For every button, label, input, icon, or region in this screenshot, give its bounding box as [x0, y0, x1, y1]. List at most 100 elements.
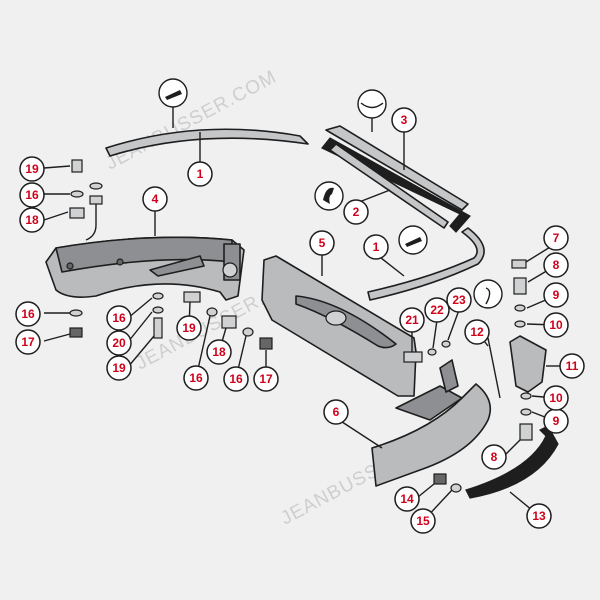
bolt-19-horizontal — [183, 291, 201, 303]
washer-9-bottom — [520, 408, 532, 416]
callout-16-top: 16 — [19, 182, 45, 208]
callout-16-c: 16 — [223, 366, 249, 392]
svg-text:18: 18 — [212, 345, 226, 359]
part-3-trim-strip — [325, 125, 469, 211]
svg-text:10: 10 — [549, 318, 563, 332]
svg-text:19: 19 — [112, 361, 126, 375]
callout-8-upper: 8 — [543, 252, 569, 278]
hardware-items — [69, 159, 533, 493]
callout-10-lower: 10 — [543, 385, 569, 411]
hook-profile-icon — [485, 287, 491, 305]
svg-text:16: 16 — [229, 372, 243, 386]
callout-17-left: 17 — [15, 329, 41, 355]
svg-text:13: 13 — [532, 509, 546, 523]
callout-13: 13 — [526, 503, 552, 529]
callout-19-low: 19 — [106, 355, 132, 381]
callout-19-left: 19 — [19, 156, 45, 182]
svg-text:16: 16 — [25, 188, 39, 202]
callout-2: 2 — [343, 199, 369, 225]
profile-badge-seal-section — [314, 181, 344, 211]
spacer-8-top — [513, 277, 527, 295]
svg-text:9: 9 — [553, 414, 560, 428]
svg-text:9: 9 — [553, 288, 560, 302]
callout-15: 15 — [410, 508, 436, 534]
callout-9-upper: 9 — [543, 282, 569, 308]
svg-text:20: 20 — [112, 336, 126, 350]
callout-1-upper: 1 — [187, 161, 213, 187]
svg-text:7: 7 — [553, 231, 560, 245]
profile-badge-rod — [473, 279, 503, 309]
callout-21: 21 — [399, 307, 425, 333]
svg-text:16: 16 — [21, 307, 35, 321]
svg-text:18: 18 — [25, 213, 39, 227]
part-1-moulding-lower — [367, 227, 485, 301]
svg-text:1: 1 — [197, 167, 204, 181]
washer-16-b — [206, 307, 218, 317]
svg-text:11: 11 — [566, 359, 579, 373]
svg-text:21: 21 — [405, 313, 419, 327]
profile-icon — [165, 90, 182, 100]
svg-text:19: 19 — [182, 321, 196, 335]
callout-3: 3 — [391, 107, 417, 133]
callout-11: 11 — [559, 353, 585, 379]
svg-text:3: 3 — [401, 113, 408, 127]
profile-badge-upper — [158, 78, 188, 108]
svg-text:6: 6 — [333, 405, 340, 419]
callout-9-lower: 9 — [543, 408, 569, 434]
callout-19-mid: 19 — [176, 315, 202, 341]
bolt-7 — [511, 259, 527, 269]
bolt-21 — [403, 351, 423, 363]
callout-22: 22 — [424, 297, 450, 323]
callout-5: 5 — [309, 230, 335, 256]
part-11-corner-block — [509, 335, 547, 393]
part-4-bumper-left — [45, 236, 245, 301]
svg-text:10: 10 — [549, 391, 563, 405]
svg-text:12: 12 — [470, 325, 484, 339]
nut-17-left — [69, 327, 83, 338]
washer-10-top — [514, 320, 526, 328]
washer-10-bottom — [520, 392, 532, 400]
svg-text:22: 22 — [430, 303, 444, 317]
part-13-rubber-strip — [465, 425, 559, 499]
washer-15 — [450, 483, 462, 493]
callout-17-mid: 17 — [253, 366, 279, 392]
part-5-center-panel — [261, 255, 417, 397]
part-6-bumper-front — [371, 359, 492, 487]
part-12-rod — [487, 337, 501, 399]
svg-text:16: 16 — [112, 311, 126, 325]
svg-text:17: 17 — [21, 335, 35, 349]
svg-text:8: 8 — [553, 258, 560, 272]
svg-text:8: 8 — [491, 450, 498, 464]
callout-10-upper: 10 — [543, 312, 569, 338]
callout-23: 23 — [446, 287, 472, 313]
svg-text:17: 17 — [259, 372, 273, 386]
bolt-19-left — [71, 159, 83, 173]
callout-4: 4 — [142, 186, 168, 212]
callout-18-left: 18 — [19, 207, 45, 233]
part-1-moulding-upper — [105, 128, 309, 157]
curve-profile-icon — [360, 102, 384, 109]
nut-17-mid — [259, 337, 273, 350]
nut-14 — [433, 473, 447, 485]
callout-12: 12 — [464, 319, 490, 345]
profile-lower-icon — [405, 237, 422, 247]
washer-16-c — [242, 327, 254, 337]
callout-6: 6 — [323, 399, 349, 425]
callout-20: 20 — [106, 330, 132, 356]
svg-text:4: 4 — [152, 192, 159, 206]
lockwasher-20 — [152, 306, 164, 314]
seal-section-icon — [323, 187, 334, 204]
svg-text:2: 2 — [353, 205, 360, 219]
profile-badge-seal — [357, 89, 387, 119]
plate-18-mid — [221, 315, 237, 329]
callout-16-left: 16 — [15, 301, 41, 327]
svg-text:5: 5 — [319, 236, 326, 250]
washer-9-top — [514, 304, 526, 312]
callout-1-lower: 1 — [363, 234, 389, 260]
svg-text:19: 19 — [25, 162, 39, 176]
callout-7: 7 — [543, 225, 569, 251]
washer-23 — [441, 340, 451, 348]
svg-text:23: 23 — [452, 293, 466, 307]
